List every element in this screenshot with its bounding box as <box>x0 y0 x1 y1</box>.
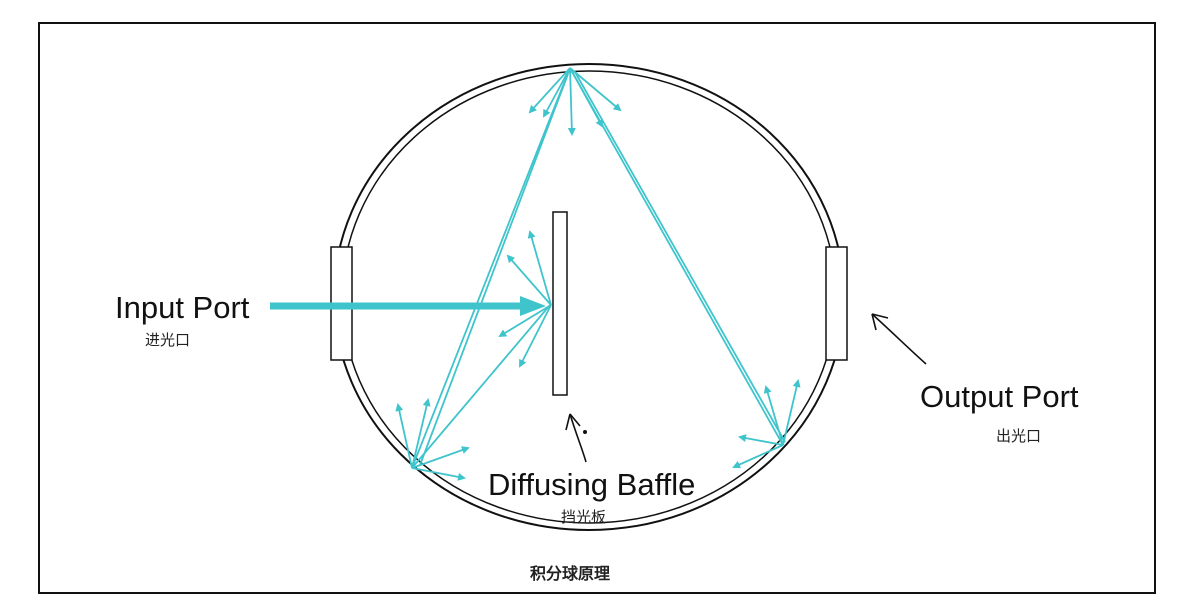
baffle-label-cn: 挡光板 <box>561 508 606 526</box>
output-port-pointer <box>871 313 927 365</box>
input-port-label-cn: 进光口 <box>145 331 190 349</box>
output-port-label: Output Port <box>920 379 1079 414</box>
baffle-pointer <box>565 413 587 463</box>
input-beam <box>270 296 546 316</box>
output-port <box>825 246 848 361</box>
diagram-caption: 积分球原理 <box>530 564 610 583</box>
output-port-label-cn: 出光口 <box>996 427 1041 445</box>
baffle-label: Diffusing Baffle <box>488 467 695 502</box>
diffusing-baffle <box>552 211 568 396</box>
input-port-label: Input Port <box>115 290 250 325</box>
light-rays <box>395 67 801 481</box>
